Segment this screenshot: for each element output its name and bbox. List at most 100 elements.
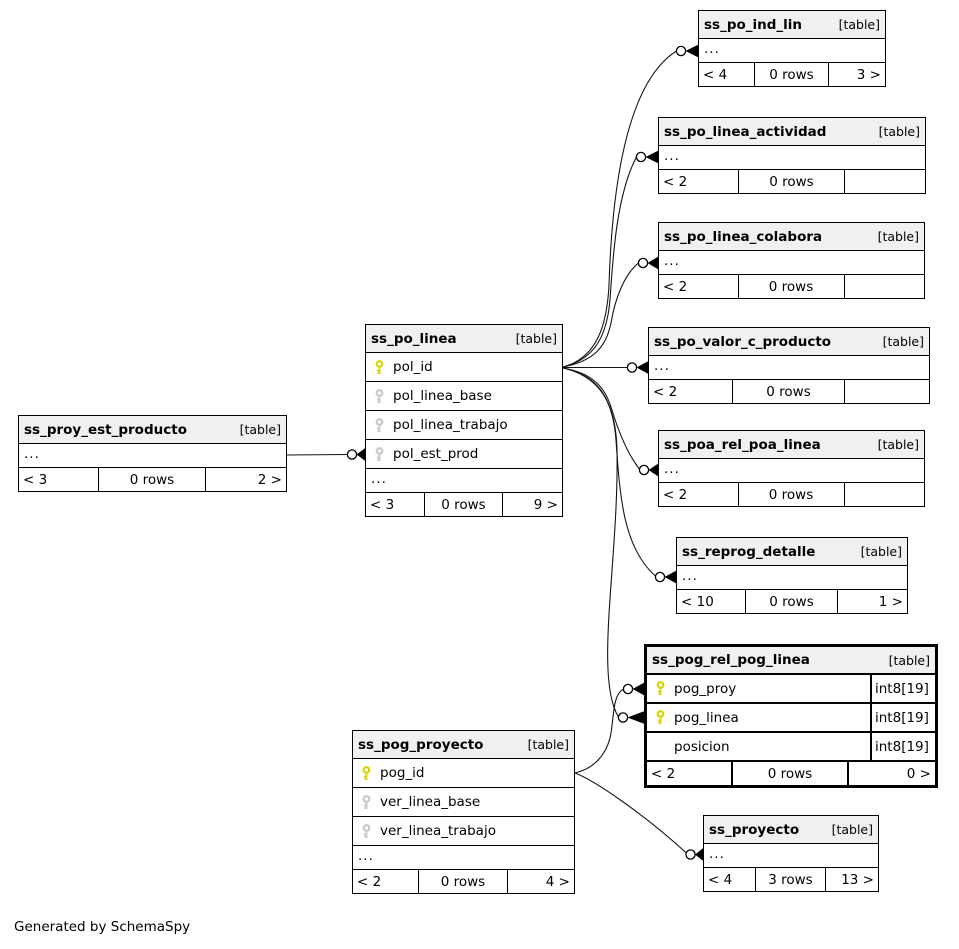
foreign-key-icon (360, 823, 373, 839)
table-footer: < 2 0 rows (659, 170, 925, 193)
column-name: posicion (674, 738, 730, 755)
table-type-tag: [table] (860, 544, 902, 559)
elided-columns-indicator: ... (659, 251, 924, 275)
footer-children-count (845, 170, 925, 193)
edge-po_linea-to-po_linea_colabora (562, 262, 639, 368)
column-type: int8[19] (870, 704, 935, 731)
generator-credit: Generated by SchemaSpy (14, 919, 191, 935)
table-footer: < 2 0 rows (649, 380, 929, 403)
table-header: ss_po_valor_c_producto [table] (649, 328, 929, 356)
column-row: ver_linea_trabajo (353, 817, 574, 846)
table-name: ss_po_valor_c_producto (654, 333, 832, 350)
column-row: ver_linea_base (353, 788, 574, 817)
edge-pog_proyecto-to-pog_rel_pog_linea (574, 688, 624, 774)
table-header: ss_proyecto [table] (704, 816, 878, 844)
footer-parents-count: < 3 (366, 493, 425, 516)
footer-row-count: 0 rows (739, 275, 845, 298)
table-name: ss_po_linea_actividad (664, 123, 827, 140)
table-header: ss_po_ind_lin [table] (699, 11, 885, 39)
table-footer: < 3 0 rows 9 > (366, 493, 562, 516)
footer-children-count: 9 > (533, 496, 558, 513)
table-ss_po_ind_lin[interactable]: ss_po_ind_lin [table] ... < 4 0 rows 3 > (698, 10, 886, 87)
footer-parents-count: < 4 (699, 63, 755, 86)
footer-parents-count: < 2 (353, 870, 420, 893)
edge-po_linea-to-po_linea_actividad (562, 156, 637, 368)
foreign-key-icon (373, 446, 386, 462)
table-type-tag: [table] (515, 331, 557, 346)
column-type: int8[19] (870, 733, 935, 760)
table-name: ss_reprog_detalle (682, 543, 816, 560)
footer-row-count: 0 rows (99, 468, 206, 491)
table-name: ss_proyecto (709, 821, 800, 838)
table-footer: < 3 0 rows 2 > (19, 468, 286, 491)
table-type-tag: [table] (527, 737, 569, 752)
edge-po_linea-to-pog_rel_pog_linea (562, 367, 619, 718)
table-ss_po_linea_actividad[interactable]: ss_po_linea_actividad [table] ... < 2 0 … (658, 117, 926, 194)
table-header: ss_pog_rel_pog_linea [table] (647, 647, 935, 675)
foreign-key-icon (360, 794, 373, 810)
table-footer: < 2 0 rows (659, 275, 924, 298)
column-name: pol_linea_trabajo (393, 417, 508, 433)
footer-row-count: 3 rows (756, 868, 826, 891)
column-name: pog_id (380, 765, 425, 781)
footer-children-count: 1 > (878, 593, 903, 610)
column-row: pog_id (353, 759, 574, 788)
footer-parents-count: < 2 (659, 170, 739, 193)
elided-columns-indicator: ... (659, 146, 925, 170)
table-ss_poa_rel_poa_linea[interactable]: ss_poa_rel_poa_linea [table] ... < 2 0 r… (658, 430, 925, 507)
table-header: ss_po_linea_actividad [table] (659, 118, 925, 146)
table-type-tag: [table] (878, 124, 920, 139)
elided-columns-indicator: ... (19, 444, 286, 468)
edge-proy_est_producto-to-po_linea (286, 453, 348, 456)
table-type-tag: [table] (882, 334, 924, 349)
column-type: int8[19] (870, 675, 935, 702)
elided-columns-indicator: ... (659, 459, 924, 483)
table-header: ss_reprog_detalle [table] (677, 538, 907, 566)
table-name: ss_po_ind_lin (704, 16, 803, 33)
footer-parents-count: < 2 (659, 483, 739, 506)
table-type-tag: [table] (239, 422, 281, 437)
table-footer: < 2 0 rows 4 > (353, 870, 574, 893)
table-header: ss_proy_est_producto [table] (19, 416, 286, 444)
footer-children-count: 13 > (841, 871, 874, 888)
footer-children-count: 3 > (856, 66, 881, 83)
edge-po_linea-to-poa_rel_poa_linea (562, 367, 640, 470)
footer-row-count: 0 rows (746, 590, 838, 613)
footer-row-count: 0 rows (755, 63, 830, 86)
table-type-tag: [table] (838, 17, 880, 32)
edge-po_linea-to-po_ind_lin (562, 50, 677, 368)
no-key-spacer (654, 739, 667, 754)
table-header: ss_po_linea [table] (366, 325, 562, 353)
edge-pog_proyecto-to-proyecto (574, 772, 687, 854)
column-name: pol_linea_base (393, 388, 492, 404)
footer-row-count: 0 rows (739, 483, 845, 506)
footer-children-count: 0 > (906, 765, 931, 782)
column-name: pog_linea (674, 709, 739, 726)
table-ss_po_linea_colabora[interactable]: ss_po_linea_colabora [table] ... < 2 0 r… (658, 222, 925, 299)
footer-row-count: 0 rows (733, 762, 849, 785)
footer-row-count: 0 rows (739, 170, 846, 193)
elided-columns-indicator: ... (677, 566, 907, 590)
table-ss_po_valor_c_producto[interactable]: ss_po_valor_c_producto [table] ... < 2 0… (648, 327, 930, 404)
table-ss_reprog_detalle[interactable]: ss_reprog_detalle [table] ... < 10 0 row… (676, 537, 908, 614)
column-row: pol_id (366, 353, 562, 382)
column-row: pol_est_prod (366, 440, 562, 469)
table-ss_proyecto[interactable]: ss_proyecto [table] ... < 4 3 rows 13 > (703, 815, 879, 892)
table-header: ss_poa_rel_poa_linea [table] (659, 431, 924, 459)
table-ss_po_linea[interactable]: ss_po_linea [table] pol_id pol_linea_bas… (365, 324, 563, 517)
table-name: ss_po_linea (371, 330, 457, 347)
table-type-tag: [table] (877, 437, 919, 452)
table-ss_pog_proyecto[interactable]: ss_pog_proyecto [table] pog_id ver_linea… (352, 730, 575, 894)
footer-children-count: 2 > (257, 471, 282, 488)
footer-children-count (845, 275, 925, 298)
table-ss_proy_est_producto[interactable]: ss_proy_est_producto [table] ... < 3 0 r… (18, 415, 287, 492)
table-type-tag: [table] (877, 229, 919, 244)
table-name: ss_proy_est_producto (24, 421, 187, 438)
table-ss_pog_rel_pog_linea[interactable]: ss_pog_rel_pog_linea [table] pog_proy in… (644, 644, 938, 788)
primary-key-icon (654, 681, 667, 696)
footer-children-count: 4 > (545, 873, 570, 890)
column-row: posicion int8[19] (647, 733, 935, 762)
footer-parents-count: < 2 (647, 762, 734, 785)
